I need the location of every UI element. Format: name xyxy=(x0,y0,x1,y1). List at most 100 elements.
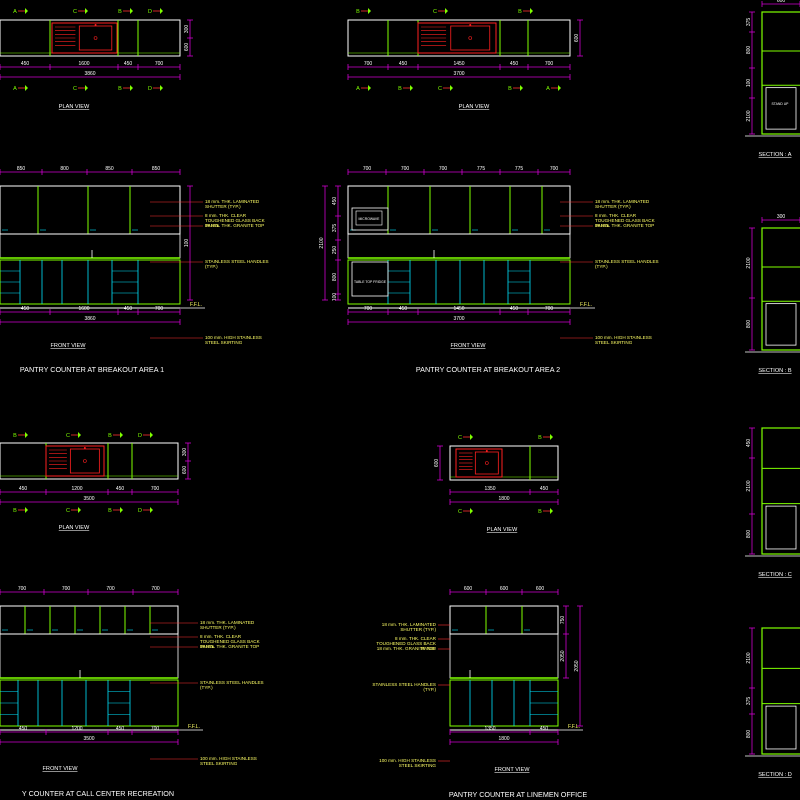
front2-bottom-dim-label: 1450 xyxy=(453,306,464,312)
section-marker-letter: C xyxy=(66,433,70,439)
plan1-dim-label: 450 xyxy=(124,61,133,67)
note-line: TOUGHENED GLASS BACK xyxy=(205,218,266,223)
annotation-note: 18 mm. THK. GRANITE TOP xyxy=(595,223,654,228)
note-line: 8 mm. THK. CLEAR xyxy=(205,213,247,218)
plan4-dim-label: 1350 xyxy=(484,486,495,492)
plan3-dim-label: 450 xyxy=(116,486,125,492)
section-marker-letter: D xyxy=(148,9,152,15)
view-title: FRONT VIEW xyxy=(494,767,530,773)
section-marker-arrow xyxy=(25,432,28,438)
fridge-unit xyxy=(351,261,389,297)
drain-icon xyxy=(485,461,489,465)
glass-back-panel xyxy=(0,233,181,259)
faucet-icon xyxy=(94,24,97,26)
section-marker-letter: B xyxy=(13,508,17,514)
note-line: TOUGHENED GLASS BACK xyxy=(595,218,656,223)
note-line: 100 mm. HIGH STAINLESS xyxy=(200,756,257,761)
section-marker-arrow xyxy=(410,85,413,91)
section-marker-arrow xyxy=(150,432,153,438)
section-marker-arrow xyxy=(160,85,163,91)
drain-icon xyxy=(468,36,473,40)
view-title: FRONT VIEW xyxy=(50,343,86,349)
front3-bottom-dim-label: 450 xyxy=(19,726,28,732)
note-line: PANEL xyxy=(421,646,436,651)
plan1-depth-label: 600 xyxy=(184,43,190,52)
section-a-side-label: 2100 xyxy=(746,110,752,121)
ffl-label: F.F.L. xyxy=(580,302,592,308)
view-title: PLAN VIEW xyxy=(59,525,90,531)
section-marker-letter: C xyxy=(458,435,462,441)
note-line: 18 mm. THK. LAMINATED xyxy=(200,620,255,625)
annotation-note: 18 mm. THK. GRANITE TOP xyxy=(377,646,436,651)
note-line: STEEL SKIRTING xyxy=(595,340,633,345)
section-marker-arrow xyxy=(470,434,473,440)
section-c-side-label: 2100 xyxy=(746,480,752,491)
note-line: PANEL xyxy=(200,644,215,649)
faucet-icon xyxy=(469,24,472,26)
note-line: 18 mm. THK. LAMINATED xyxy=(205,199,260,204)
front4-bottom-dim-label: 1350 xyxy=(484,726,495,732)
front4-total-label: 1800 xyxy=(498,736,509,742)
section-marker-letter: C xyxy=(433,9,437,15)
front1-top-dim-label: 850 xyxy=(152,166,161,172)
note-line: 18 mm. THK. LAMINATED xyxy=(595,199,650,204)
note-line: PANEL xyxy=(205,223,220,228)
annotation-note: STAINLESS STEEL HANDLES(TYP.) xyxy=(372,682,436,692)
front4-bottom-dim-label: 450 xyxy=(540,726,549,732)
glass-back-panel xyxy=(0,633,179,679)
counter-outline xyxy=(0,442,179,480)
front4-height-label: 2050 xyxy=(574,660,580,671)
note-line: STAINLESS STEEL HANDLES xyxy=(595,259,659,264)
section-d-side-label: 2100 xyxy=(746,652,752,663)
note-line: 100 mm. HIGH STAINLESS xyxy=(205,335,262,340)
plan3-depth-label: 300 xyxy=(182,448,188,457)
note-line: 18 mm. THK. GRANITE TOP xyxy=(595,223,654,228)
section-marker-letter: C xyxy=(458,509,462,515)
section-a-side-label: 375 xyxy=(746,18,752,27)
view-title: PLAN VIEW xyxy=(459,104,490,110)
fridge-label: TABLE TOP FRIDGE xyxy=(354,280,387,284)
plan2-dim-label: 1450 xyxy=(453,61,464,67)
drain-icon xyxy=(93,36,98,40)
front2-side-label: 450 xyxy=(332,197,338,206)
section-marker-letter: B xyxy=(518,9,522,15)
front3-top-dim-label: 700 xyxy=(18,586,27,592)
section-marker-arrow xyxy=(130,8,133,14)
plan1-dim-label: 700 xyxy=(155,61,164,67)
note-line: SHUTTER (TYP.) xyxy=(200,625,236,630)
section-title: SECTION : B xyxy=(758,368,792,374)
section-marker-letter: A xyxy=(356,86,360,92)
front4-top-dim-label: 600 xyxy=(500,586,509,592)
sink-bowl xyxy=(450,25,491,51)
wall-cabinet-outline xyxy=(347,185,571,235)
section-c-side-label: 800 xyxy=(746,530,752,539)
faucet-icon xyxy=(485,450,488,452)
section-marker-arrow xyxy=(25,8,28,14)
glass-back-panel xyxy=(449,633,559,679)
sink-outline xyxy=(417,22,497,54)
front2-total-label: 3700 xyxy=(453,316,464,322)
sink-bowl xyxy=(474,451,499,475)
annotation-note: 18 mm. THK. GRANITE TOP xyxy=(200,644,259,649)
note-line: STAINLESS STEEL HANDLES xyxy=(205,259,269,264)
note-line: TOUGHENED GLASS BACK xyxy=(200,639,261,644)
front2-side-label: 250 xyxy=(332,246,338,255)
section-marker-letter: B xyxy=(13,433,17,439)
glass-back-panel xyxy=(347,233,571,259)
plan4-depth-label: 600 xyxy=(434,459,440,468)
note-line: 18 mm. THK. GRANITE TOP xyxy=(377,646,436,651)
plan3-dim-label: 1200 xyxy=(71,486,82,492)
section-marker-letter: B xyxy=(538,435,542,441)
front2-top-dim-label: 700 xyxy=(439,166,448,172)
front2-top-dim-label: 775 xyxy=(515,166,524,172)
front4-top-dim-label: 600 xyxy=(536,586,545,592)
section-a-top-label: 600 xyxy=(777,0,786,4)
section-marker-arrow xyxy=(445,8,448,14)
